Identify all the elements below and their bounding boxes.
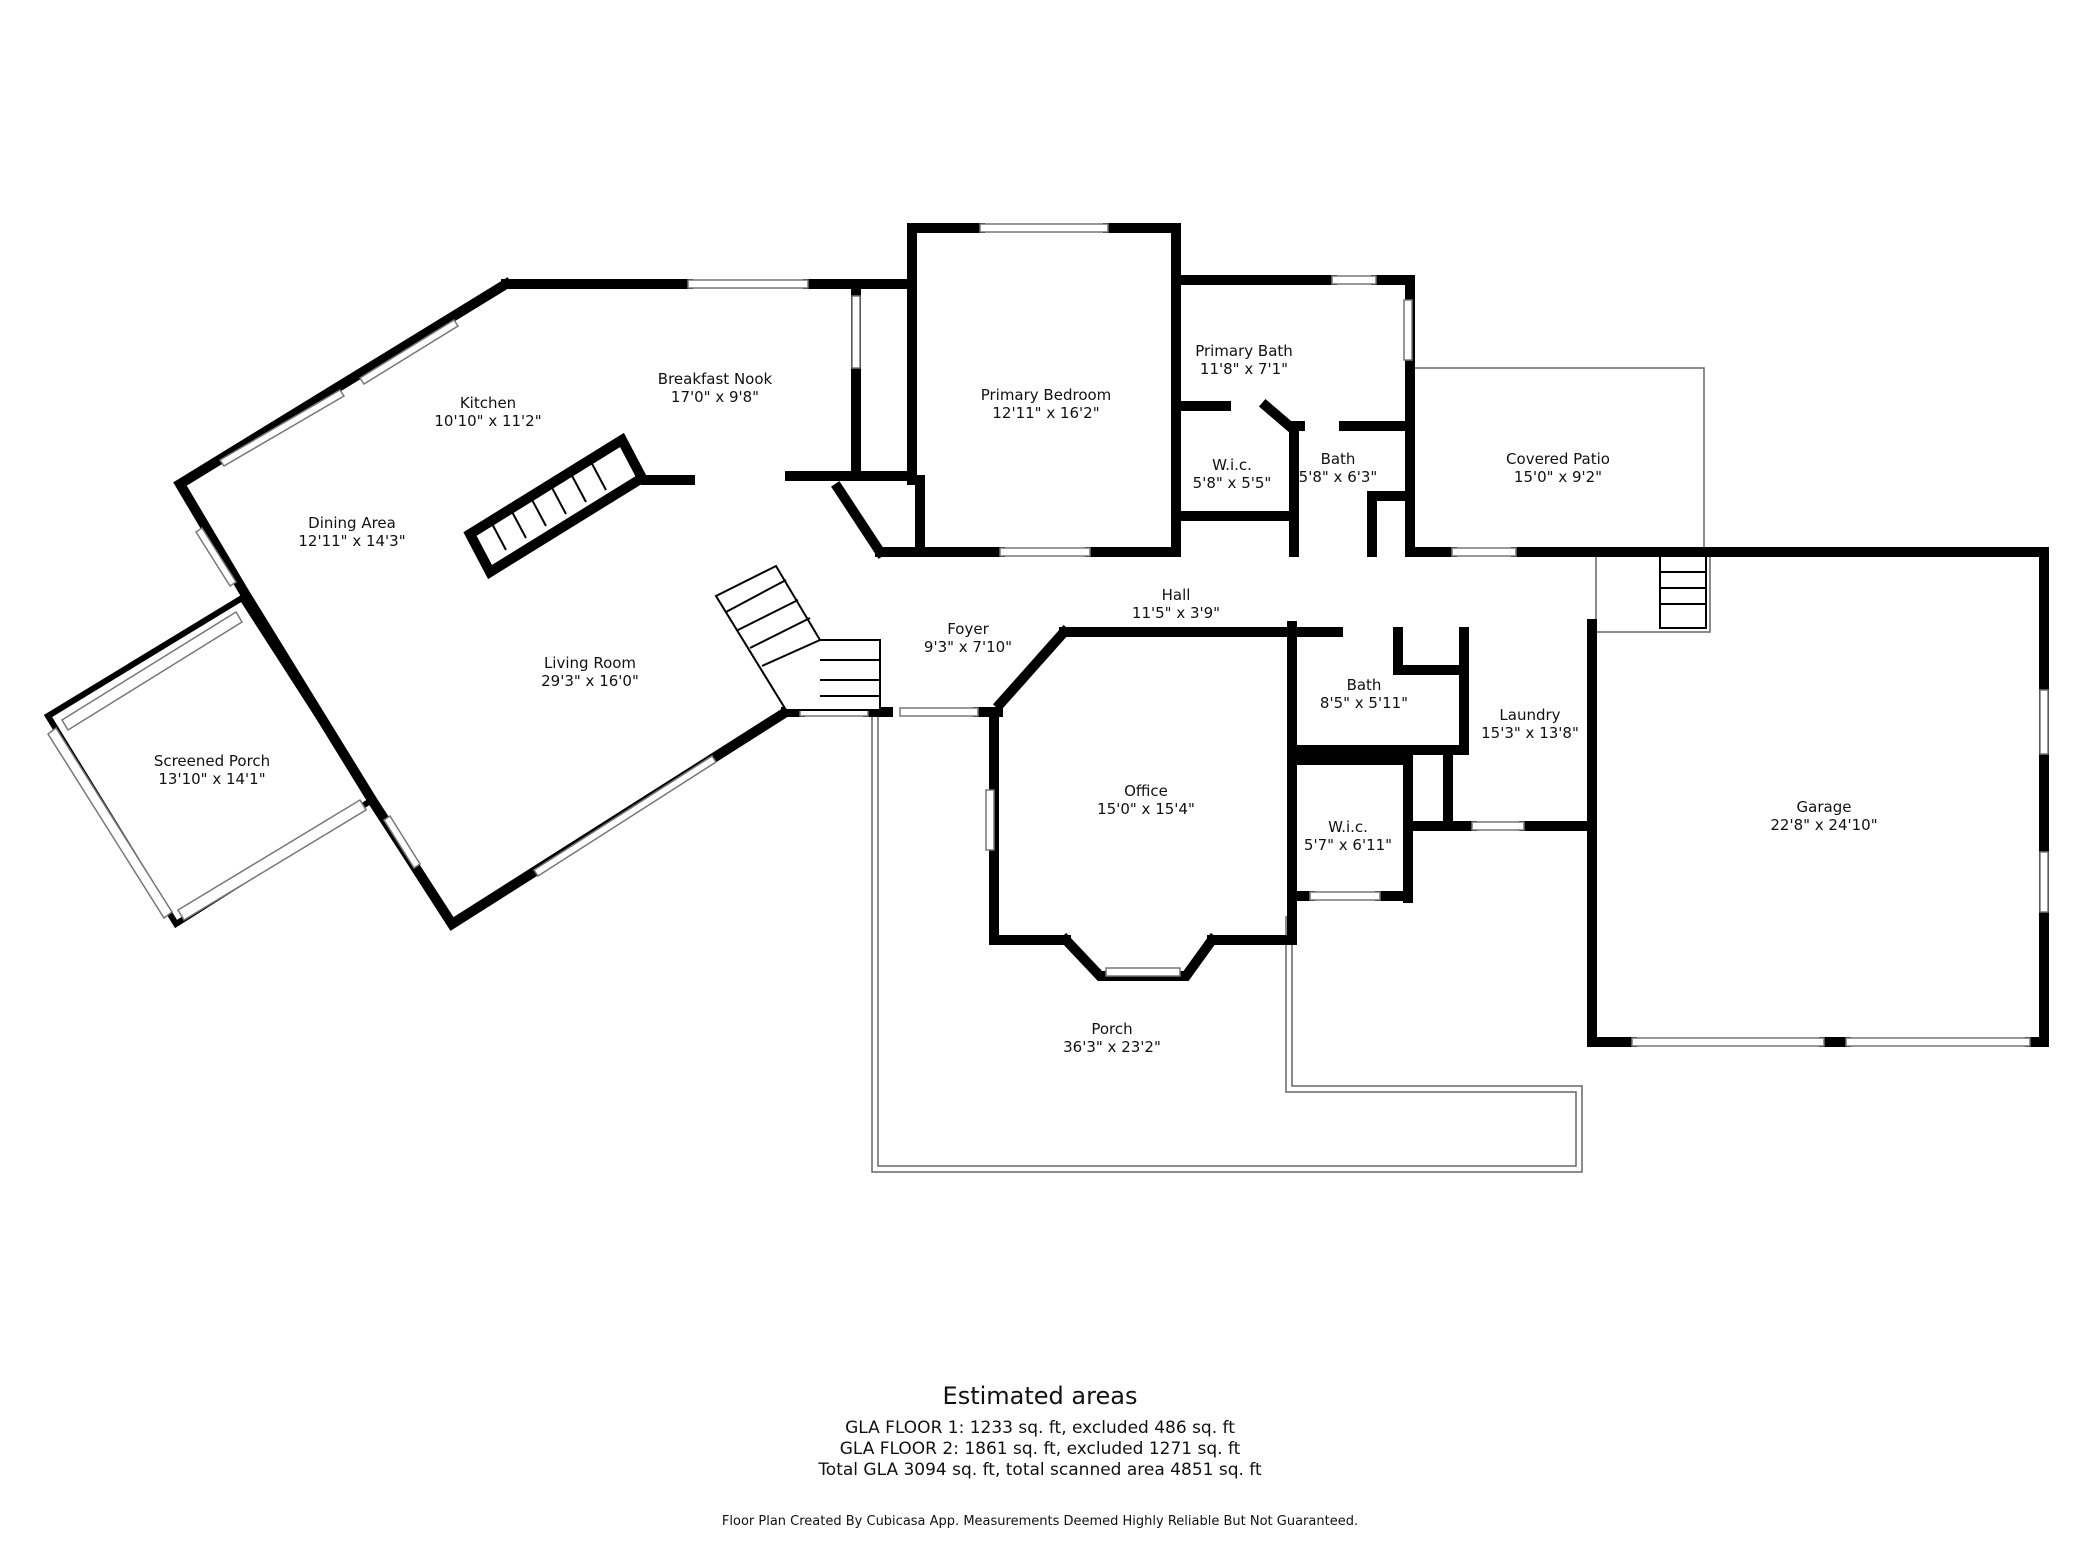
svg-text:W.i.c.: W.i.c. bbox=[1212, 456, 1252, 474]
svg-text:5'8" x 6'3": 5'8" x 6'3" bbox=[1299, 468, 1378, 486]
room-label-bath-2: Bath 8'5" x 5'11" bbox=[1320, 676, 1408, 712]
svg-text:10'10" x 11'2": 10'10" x 11'2" bbox=[434, 412, 541, 430]
svg-text:Covered Patio: Covered Patio bbox=[1506, 450, 1610, 468]
areas-floor1: GLA FLOOR 1: 1233 sq. ft, excluded 486 s… bbox=[845, 1418, 1235, 1438]
room-label-breakfast-nook: Breakfast Nook 17'0" x 9'8" bbox=[658, 370, 773, 406]
svg-text:11'8" x 7'1": 11'8" x 7'1" bbox=[1200, 360, 1288, 378]
stairs-kitchen bbox=[463, 432, 649, 580]
windows bbox=[194, 223, 2049, 1047]
svg-text:Bath: Bath bbox=[1347, 676, 1382, 694]
room-label-living-room: Living Room 29'3" x 16'0" bbox=[541, 654, 639, 690]
svg-text:15'0" x 15'4": 15'0" x 15'4" bbox=[1097, 800, 1195, 818]
main-walls bbox=[173, 223, 2049, 1047]
covered-patio-outline bbox=[1412, 367, 1711, 633]
svg-text:17'0" x 9'8": 17'0" x 9'8" bbox=[671, 388, 759, 406]
svg-text:Screened Porch: Screened Porch bbox=[154, 752, 270, 770]
svg-text:Primary Bedroom: Primary Bedroom bbox=[981, 386, 1112, 404]
svg-text:Laundry: Laundry bbox=[1499, 706, 1560, 724]
room-label-foyer: Foyer 9'3" x 7'10" bbox=[924, 620, 1012, 656]
svg-text:29'3" x 16'0": 29'3" x 16'0" bbox=[541, 672, 639, 690]
svg-text:Hall: Hall bbox=[1162, 586, 1191, 604]
room-label-covered-patio: Covered Patio 15'0" x 9'2" bbox=[1506, 450, 1610, 486]
areas-floor2: GLA FLOOR 2: 1861 sq. ft, excluded 1271 … bbox=[839, 1439, 1241, 1459]
svg-text:15'0" x 9'2": 15'0" x 9'2" bbox=[1514, 468, 1602, 486]
areas-title: Estimated areas bbox=[942, 1382, 1138, 1410]
svg-text:Breakfast Nook: Breakfast Nook bbox=[658, 370, 773, 388]
room-label-primary-bedroom: Primary Bedroom 12'11" x 16'2" bbox=[981, 386, 1112, 422]
svg-text:15'3" x 13'8": 15'3" x 13'8" bbox=[1481, 724, 1579, 742]
stairs-patio bbox=[1659, 555, 1707, 629]
svg-text:Porch: Porch bbox=[1091, 1020, 1132, 1038]
room-label-laundry: Laundry 15'3" x 13'8" bbox=[1481, 706, 1579, 742]
svg-text:13'10" x 14'1": 13'10" x 14'1" bbox=[158, 770, 265, 788]
areas-total: Total GLA 3094 sq. ft, total scanned are… bbox=[818, 1460, 1262, 1480]
room-label-wic-1: W.i.c. 5'8" x 5'5" bbox=[1193, 456, 1272, 492]
svg-text:Kitchen: Kitchen bbox=[460, 394, 516, 412]
svg-text:Foyer: Foyer bbox=[947, 620, 989, 638]
room-label-garage: Garage 22'8" x 24'10" bbox=[1770, 798, 1877, 834]
svg-text:36'3" x 23'2": 36'3" x 23'2" bbox=[1063, 1038, 1161, 1056]
svg-text:W.i.c.: W.i.c. bbox=[1328, 818, 1368, 836]
svg-text:12'11" x 14'3": 12'11" x 14'3" bbox=[298, 532, 405, 550]
svg-text:Living Room: Living Room bbox=[544, 654, 636, 672]
svg-text:Dining Area: Dining Area bbox=[308, 514, 396, 532]
svg-text:Primary Bath: Primary Bath bbox=[1195, 342, 1293, 360]
svg-text:Garage: Garage bbox=[1797, 798, 1852, 816]
svg-text:11'5" x 3'9": 11'5" x 3'9" bbox=[1132, 604, 1220, 622]
svg-text:12'11" x 16'2": 12'11" x 16'2" bbox=[992, 404, 1099, 422]
room-label-primary-bath: Primary Bath 11'8" x 7'1" bbox=[1195, 342, 1293, 378]
svg-text:22'8" x 24'10": 22'8" x 24'10" bbox=[1770, 816, 1877, 834]
room-label-porch: Porch 36'3" x 23'2" bbox=[1063, 1020, 1161, 1056]
room-label-hall: Hall 11'5" x 3'9" bbox=[1132, 586, 1220, 622]
room-label-screened-porch: Screened Porch 13'10" x 14'1" bbox=[154, 752, 270, 788]
svg-text:Bath: Bath bbox=[1321, 450, 1356, 468]
porch-outline bbox=[871, 716, 1583, 1173]
svg-text:5'8" x 5'5": 5'8" x 5'5" bbox=[1193, 474, 1272, 492]
room-label-kitchen: Kitchen 10'10" x 11'2" bbox=[434, 394, 541, 430]
svg-text:9'3" x 7'10": 9'3" x 7'10" bbox=[924, 638, 1012, 656]
room-label-office: Office 15'0" x 15'4" bbox=[1097, 782, 1195, 818]
room-label-wic-2: W.i.c. 5'7" x 6'11" bbox=[1304, 818, 1392, 854]
stairs-foyer bbox=[714, 564, 881, 711]
svg-text:8'5" x 5'11": 8'5" x 5'11" bbox=[1320, 694, 1408, 712]
room-label-dining-area: Dining Area 12'11" x 14'3" bbox=[298, 514, 405, 550]
svg-text:Office: Office bbox=[1124, 782, 1168, 800]
svg-text:5'7" x 6'11": 5'7" x 6'11" bbox=[1304, 836, 1392, 854]
room-label-bath-1: Bath 5'8" x 6'3" bbox=[1299, 450, 1378, 486]
footer-disclaimer: Floor Plan Created By Cubicasa App. Meas… bbox=[721, 1514, 1359, 1529]
estimated-areas: Estimated areas GLA FLOOR 1: 1233 sq. ft… bbox=[0, 1382, 2080, 1481]
